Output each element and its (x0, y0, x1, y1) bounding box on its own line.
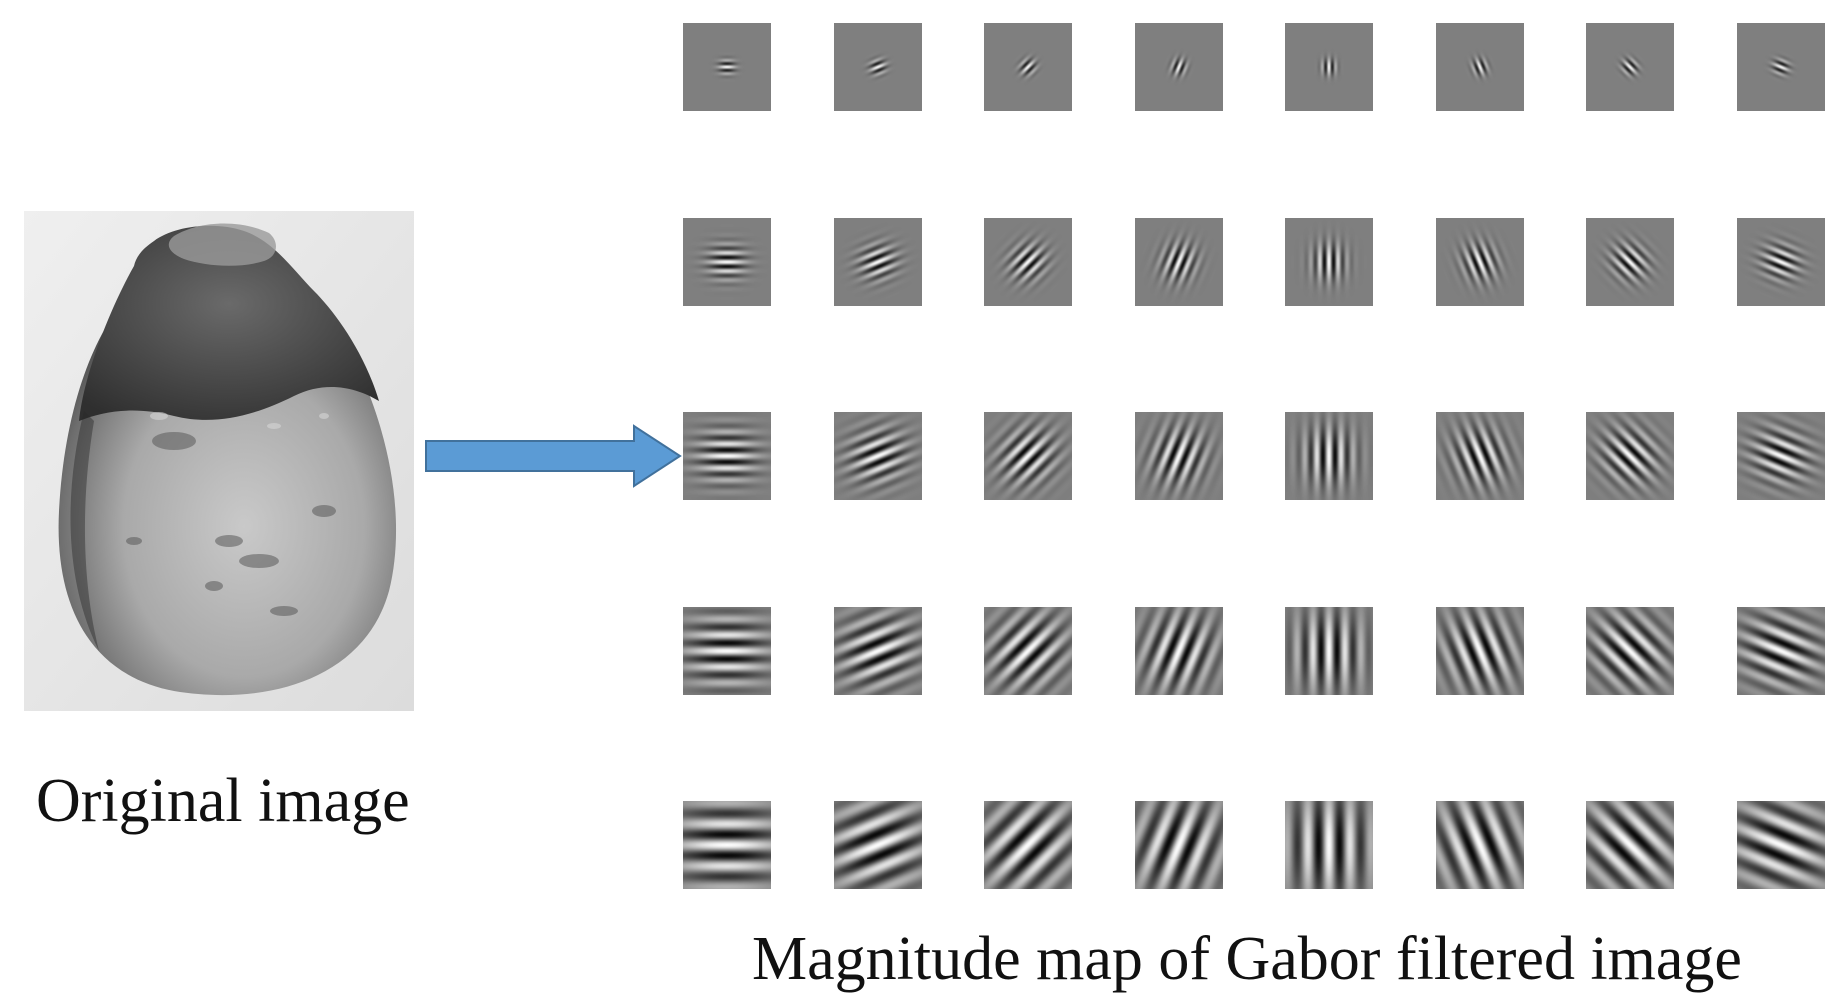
gabor-kernel (1285, 23, 1373, 111)
gabor-kernel (834, 801, 922, 889)
gabor-kernel (1285, 218, 1373, 306)
original-image (24, 211, 414, 711)
gabor-kernel (1436, 218, 1524, 306)
gabor-kernel (834, 218, 922, 306)
gabor-kernel (1285, 607, 1373, 695)
gabor-kernel (1285, 801, 1373, 889)
gabor-kernel (1436, 801, 1524, 889)
gabor-kernel (834, 607, 922, 695)
gabor-kernel (683, 607, 771, 695)
gabor-kernel (1737, 801, 1825, 889)
right-arrow (425, 424, 682, 488)
gabor-kernel (984, 412, 1072, 500)
gabor-kernel (1586, 412, 1674, 500)
gabor-kernel (1737, 218, 1825, 306)
gabor-kernel (1737, 607, 1825, 695)
gabor-kernel (984, 801, 1072, 889)
gabor-kernel (1586, 23, 1674, 111)
gabor-kernel (1436, 23, 1524, 111)
gabor-kernel (1436, 412, 1524, 500)
gabor-kernel (834, 23, 922, 111)
gabor-kernel (683, 23, 771, 111)
gabor-kernel (1135, 218, 1223, 306)
original-image-caption: Original image (36, 767, 410, 835)
gabor-kernel (1586, 218, 1674, 306)
gabor-kernel (1737, 23, 1825, 111)
gabor-kernel (1737, 412, 1825, 500)
gabor-kernel (834, 412, 922, 500)
gabor-kernel (984, 23, 1072, 111)
gabor-kernel (984, 218, 1072, 306)
gabor-kernel (1135, 23, 1223, 111)
gabor-kernel (1436, 607, 1524, 695)
gabor-kernel (1135, 607, 1223, 695)
gabor-kernel (683, 801, 771, 889)
gabor-kernel (1586, 607, 1674, 695)
gabor-map-caption: Magnitude map of Gabor filtered image (752, 925, 1742, 993)
gabor-kernel (1135, 412, 1223, 500)
gabor-kernel (984, 607, 1072, 695)
gabor-kernel (683, 412, 771, 500)
gabor-kernel (1285, 412, 1373, 500)
gabor-kernel (1135, 801, 1223, 889)
gabor-kernel (683, 218, 771, 306)
gabor-kernel (1586, 801, 1674, 889)
